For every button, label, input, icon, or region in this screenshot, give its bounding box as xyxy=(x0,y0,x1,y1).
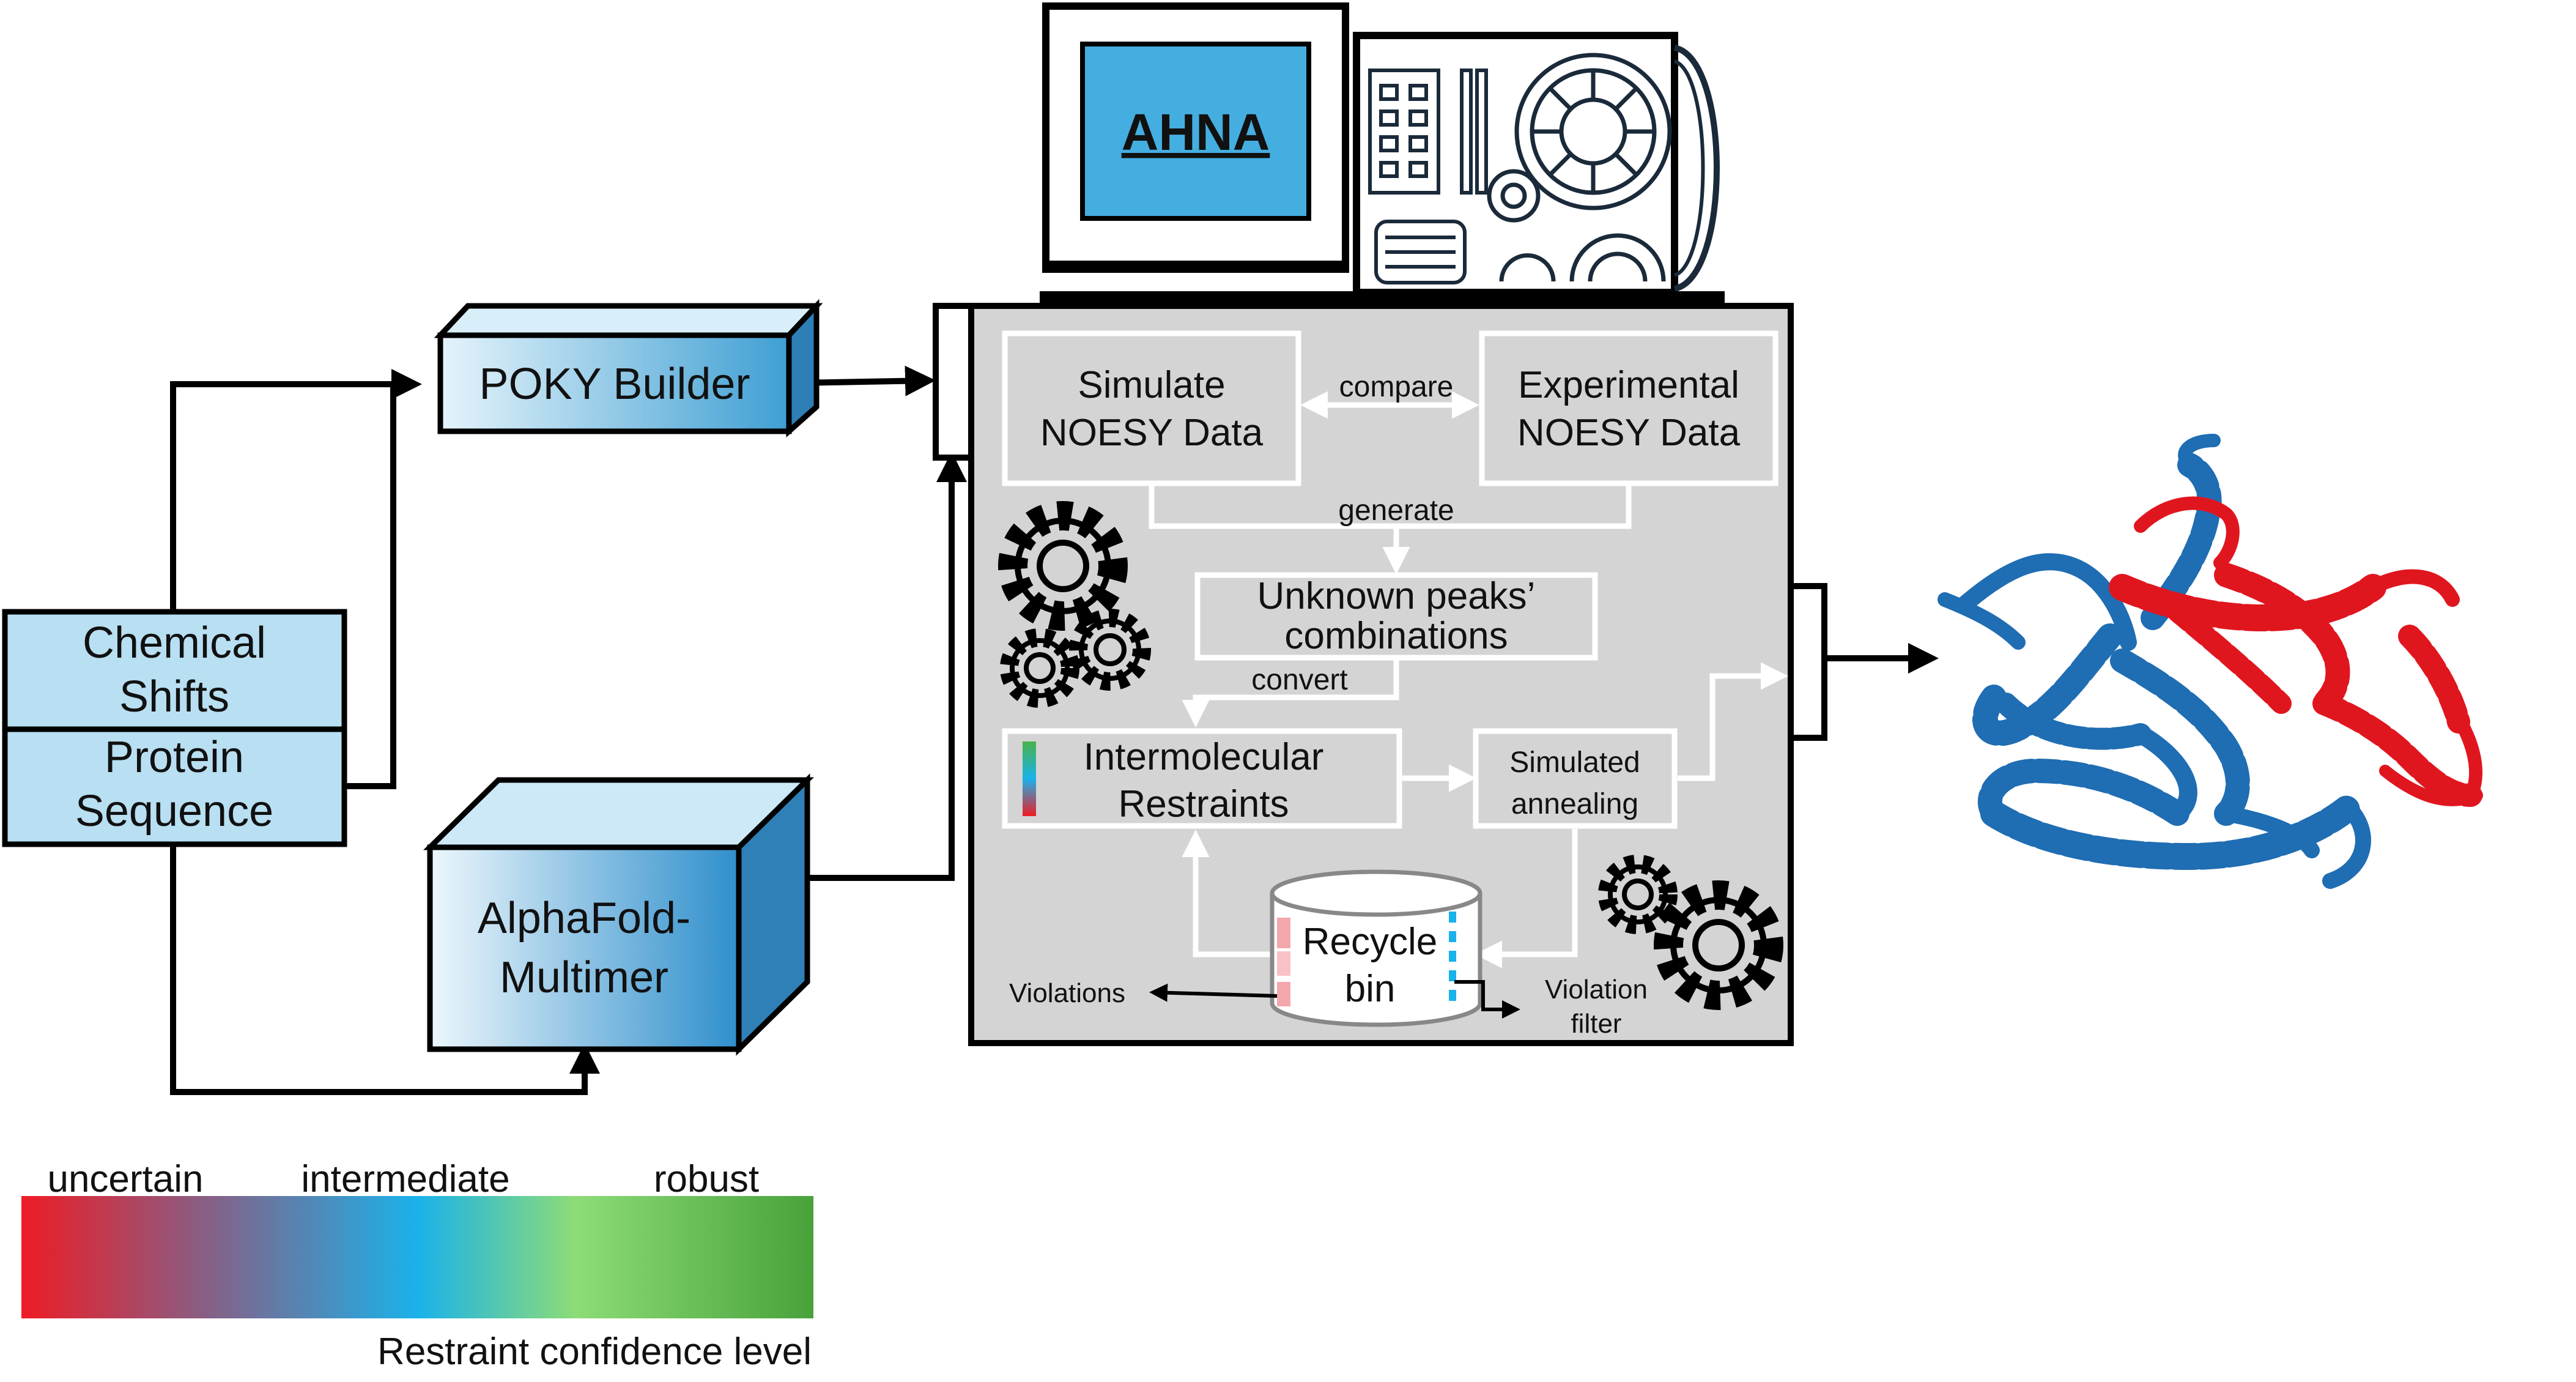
intermolecular-label-1: Intermolecular xyxy=(1084,736,1324,778)
unknown-peaks-label-1: Unknown peaks’ xyxy=(1257,575,1536,617)
protein-sequence-label-1: Protein xyxy=(105,733,244,782)
experimental-noesy-label-1: Experimental xyxy=(1518,364,1739,406)
ahna-title: AHNA xyxy=(1122,103,1270,161)
chemical-shifts-label-2: Shifts xyxy=(119,672,229,721)
alphafold-label-1: AlphaFold- xyxy=(478,894,690,943)
legend-caption: Restraint confidence level xyxy=(377,1331,812,1373)
simulate-noesy-label-1: Simulate xyxy=(1078,364,1225,406)
intermolecular-restraints-box xyxy=(1002,728,1402,829)
poky-builder-label: POKY Builder xyxy=(479,360,750,409)
annealing-label-2: annealing xyxy=(1511,788,1638,820)
input-connectors xyxy=(170,365,1939,1095)
violation-filter-label-2: filter xyxy=(1571,1009,1621,1039)
gears-icon-left xyxy=(998,501,1151,708)
protein-sequence-label-2: Sequence xyxy=(75,787,273,836)
experimental-noesy-label-2: NOESY Data xyxy=(1517,412,1741,454)
legend-intermediate-label: intermediate xyxy=(301,1158,509,1200)
protein-complex-structure xyxy=(1938,434,2483,889)
confidence-gradient-bar xyxy=(21,1196,813,1318)
alphafold-box: AlphaFold- Multimer xyxy=(423,773,815,1056)
recycle-bin-label-2: bin xyxy=(1345,968,1396,1010)
generate-label: generate xyxy=(1338,494,1454,527)
input-box: Chemical Shifts Protein Sequence xyxy=(2,609,347,847)
alphafold-label-2: Multimer xyxy=(500,953,668,1002)
unknown-peaks-label-2: combinations xyxy=(1284,615,1508,657)
annealing-label-1: Simulated xyxy=(1509,746,1640,779)
confidence-bar xyxy=(1023,741,1036,816)
recycle-bin-label-1: Recycle xyxy=(1303,921,1438,963)
simulated-annealing-box xyxy=(1473,728,1678,829)
violations-label: Violations xyxy=(1009,978,1125,1008)
simulate-noesy-label-2: NOESY Data xyxy=(1040,412,1264,454)
legend-uncertain-label: uncertain xyxy=(47,1158,203,1200)
chemical-shifts-label-1: Chemical xyxy=(83,619,266,667)
pipeline-panel: Simulate NOESY Data Experimental NOESY D… xyxy=(933,303,1827,1046)
panel-output-port xyxy=(1788,583,1827,741)
intermolecular-label-2: Restraints xyxy=(1118,783,1289,825)
compare-label: compare xyxy=(1339,371,1454,403)
confidence-legend: uncertain intermediate robust Restraint … xyxy=(21,1158,813,1373)
gears-icon-right xyxy=(1598,855,1783,1010)
legend-robust-label: robust xyxy=(654,1158,759,1200)
panel-input-port xyxy=(933,303,974,461)
poky-builder-box: POKY Builder xyxy=(434,299,823,438)
convert-label: convert xyxy=(1251,664,1347,696)
monitor-screen xyxy=(1080,42,1311,221)
violation-filter-label-1: Violation xyxy=(1545,975,1648,1005)
recycle-bin-icon: Recycle bin xyxy=(1270,869,1482,1027)
ahna-machine: AHNA xyxy=(1040,2,1725,303)
